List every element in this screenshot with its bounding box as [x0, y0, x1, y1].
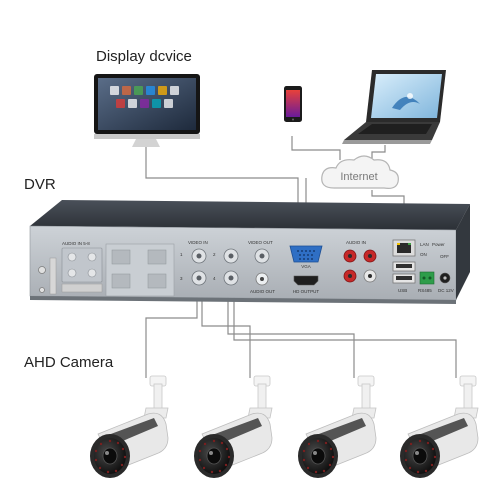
camera-icon: [399, 375, 479, 479]
smartphone-icon: [284, 86, 302, 122]
camera-icon: [193, 375, 273, 479]
lan-label: LAN: [420, 242, 429, 247]
port-4-label: 4: [213, 276, 216, 281]
dvr-device: AUDIO IN 5-8 VIDEO IN 1 2 3 4: [29, 200, 470, 304]
rs485-label: RS485: [418, 288, 432, 293]
dvr-label: DVR: [24, 176, 56, 193]
ahd-camera-label: AHD Camera: [24, 354, 114, 371]
monitor-icon: [94, 74, 200, 147]
usb-ports: USB: [392, 261, 416, 293]
port-1-label: 1: [180, 252, 183, 257]
audio-in-label: AUDIO IN: [346, 240, 366, 245]
port-3-label: 3: [180, 276, 183, 281]
lan-port: LAN: [392, 239, 429, 257]
bnc-ports: [191, 248, 239, 286]
audio-in-58-label: AUDIO IN 5-8: [62, 241, 90, 246]
vga-label: VGA: [301, 264, 311, 269]
dc12v-label: DC 12V: [438, 288, 454, 293]
off-label: OFF: [440, 254, 449, 259]
hd-output-label: HD OUTPUT: [293, 289, 319, 294]
cloud-icon: Internet: [321, 155, 399, 189]
video-out-label: VIDEO OUT: [248, 240, 273, 245]
video-in-label: VIDEO IN: [188, 240, 208, 245]
laptop-icon: [342, 70, 446, 144]
cable-laptop-internet: [371, 145, 386, 160]
rca-ports: [343, 249, 377, 283]
camera-icon: [89, 375, 169, 479]
internet-label: Internet: [340, 171, 377, 183]
audio-out-label: AUDIO OUT: [250, 289, 275, 294]
hdmi-port: HD OUTPUT: [293, 275, 319, 294]
port-2-label: 2: [213, 252, 216, 257]
dc-power-jack: DC 12V: [438, 272, 454, 293]
vga-port: VGA: [289, 245, 323, 269]
cable-camera-3: [227, 282, 355, 378]
rs485-terminal: RS485: [418, 271, 435, 293]
power-label: Power: [432, 242, 445, 247]
cable-camera-4: [233, 282, 457, 378]
on-label: ON: [420, 252, 427, 257]
camera-icon: [297, 375, 377, 479]
display-device-label: Display dcvice: [96, 48, 192, 65]
cable-phone-internet: [291, 136, 341, 160]
usb-label: USB: [398, 288, 407, 293]
cable-camera-2: [201, 282, 251, 378]
